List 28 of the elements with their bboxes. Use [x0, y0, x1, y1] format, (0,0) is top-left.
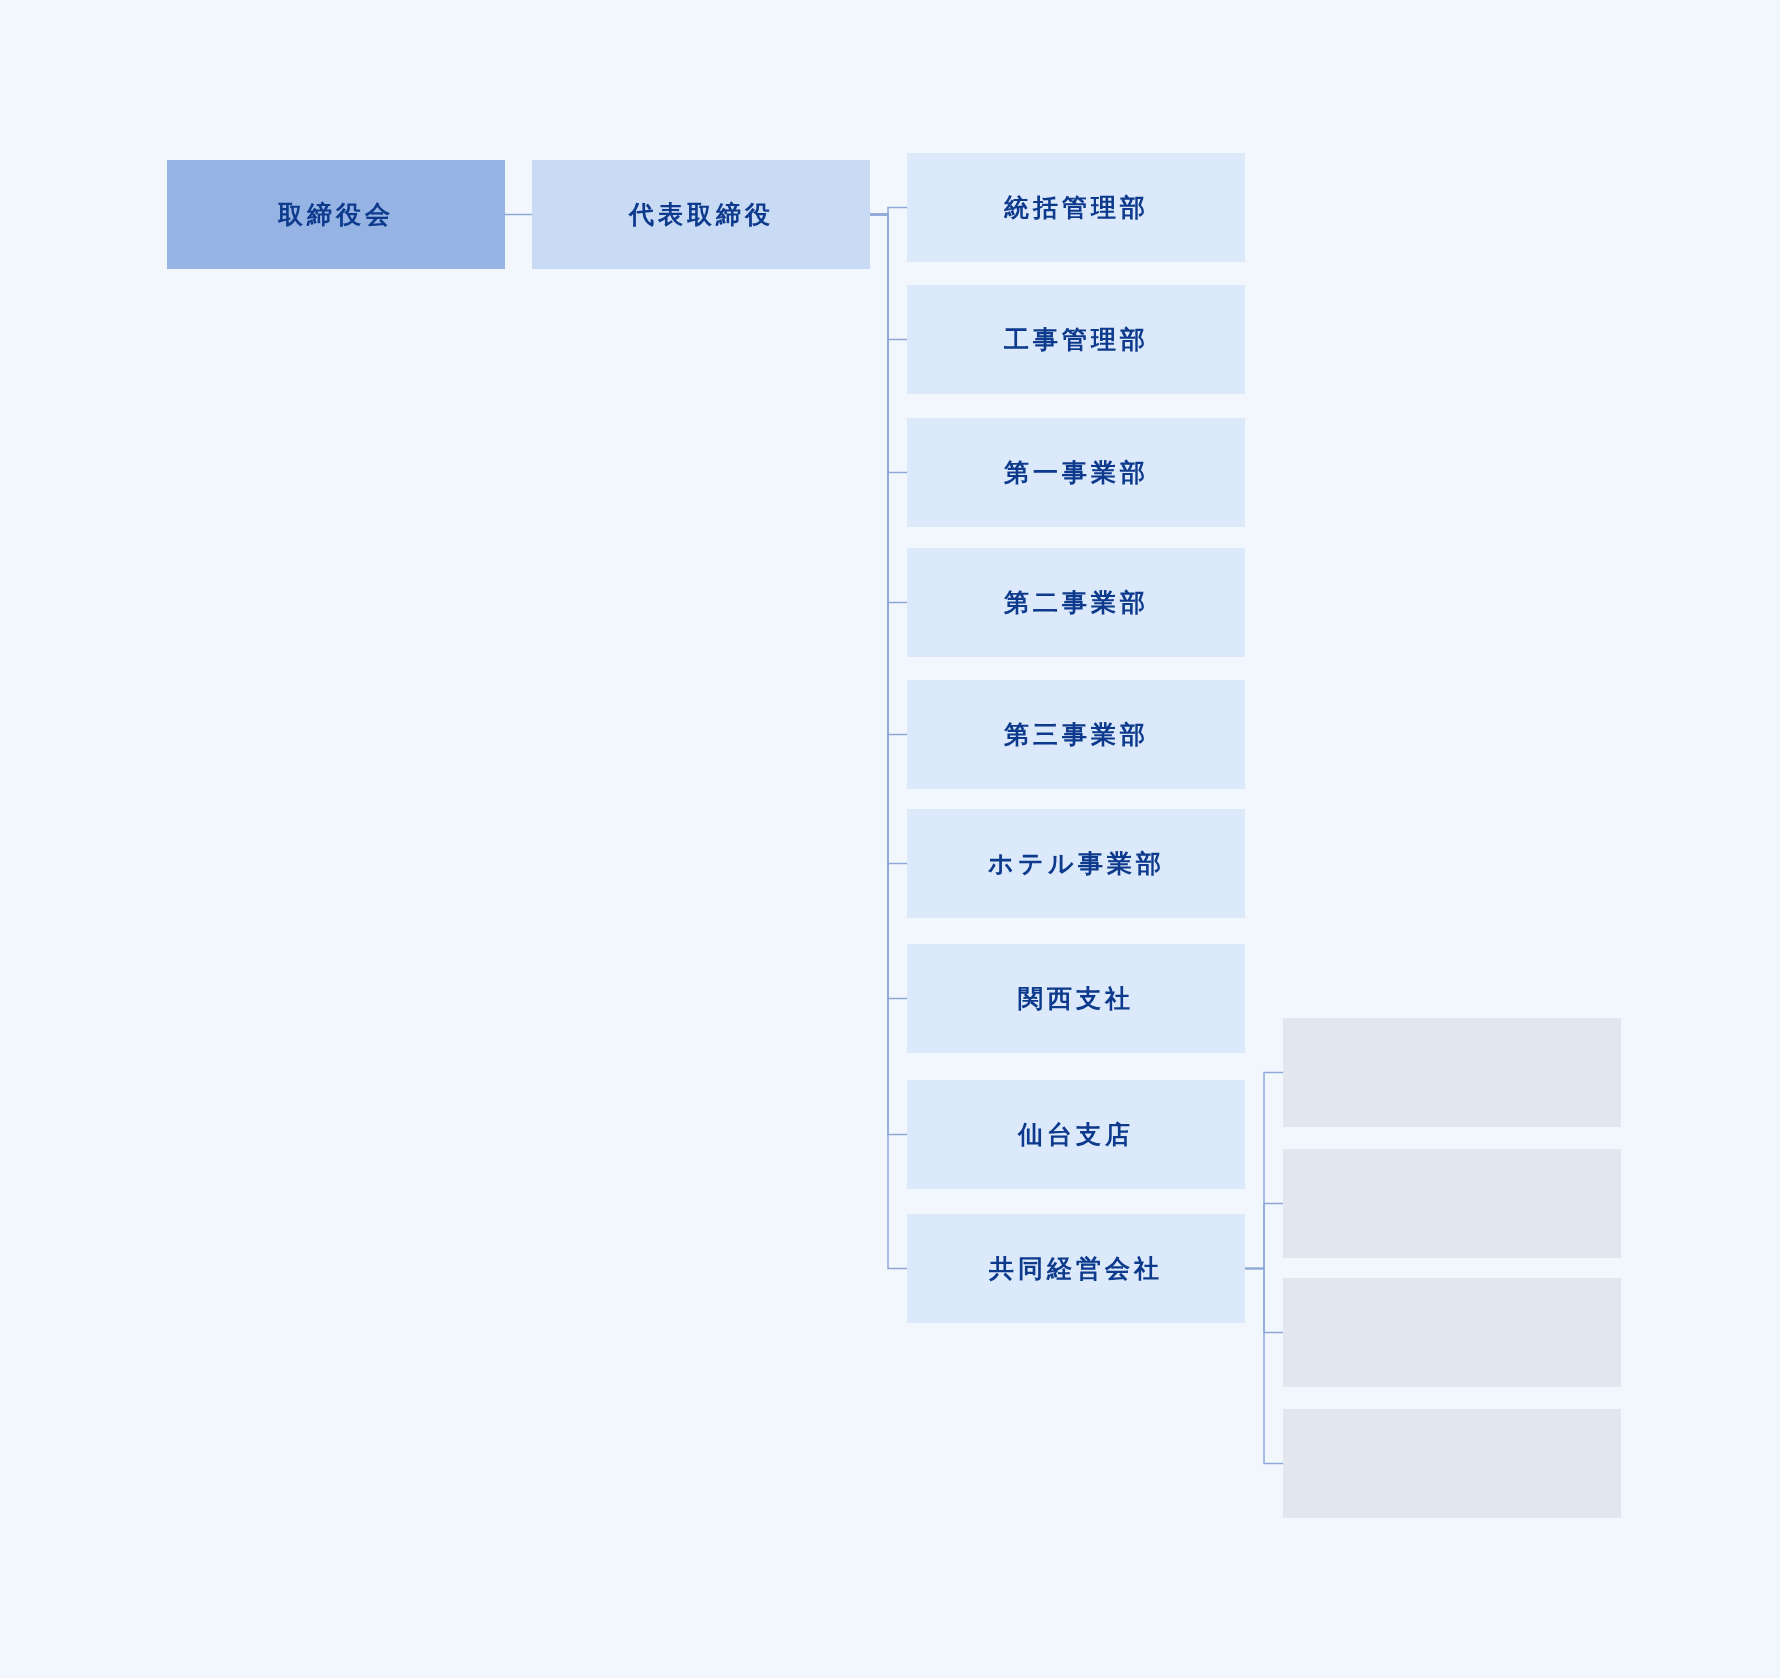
department-box	[907, 809, 1245, 918]
box-label: 工事管理部	[1003, 324, 1149, 356]
box-label: ホテル事業部	[987, 848, 1165, 880]
executive-box	[532, 160, 870, 269]
box-label: 関西支社	[1018, 983, 1134, 1015]
subsidiary-box	[1283, 1409, 1621, 1518]
department-box	[907, 548, 1245, 657]
box-label: 第一事業部	[1003, 457, 1149, 489]
box-label: 共同経営会社	[989, 1253, 1163, 1285]
department-box	[907, 418, 1245, 527]
box-label: 第三事業部	[1003, 719, 1149, 751]
department-box	[907, 153, 1245, 262]
connector-line	[504, 213, 533, 216]
subsidiary-box	[1283, 1018, 1621, 1127]
connector-line	[1244, 1267, 1284, 1465]
board-box	[167, 160, 505, 269]
department-box	[907, 1080, 1245, 1189]
department-box	[907, 680, 1245, 789]
box-label: 統括管理部	[1003, 192, 1149, 224]
subsidiary-box	[1283, 1149, 1621, 1258]
box-label: 代表取締役	[628, 199, 774, 231]
department-box	[907, 944, 1245, 1053]
subsidiary-box	[1283, 1278, 1621, 1387]
box-label: 仙台支店	[1018, 1119, 1134, 1151]
box-label: 第二事業部	[1003, 587, 1149, 619]
box-label: 取締役会	[278, 199, 394, 231]
department-box	[907, 285, 1245, 394]
department-box	[907, 1214, 1245, 1323]
